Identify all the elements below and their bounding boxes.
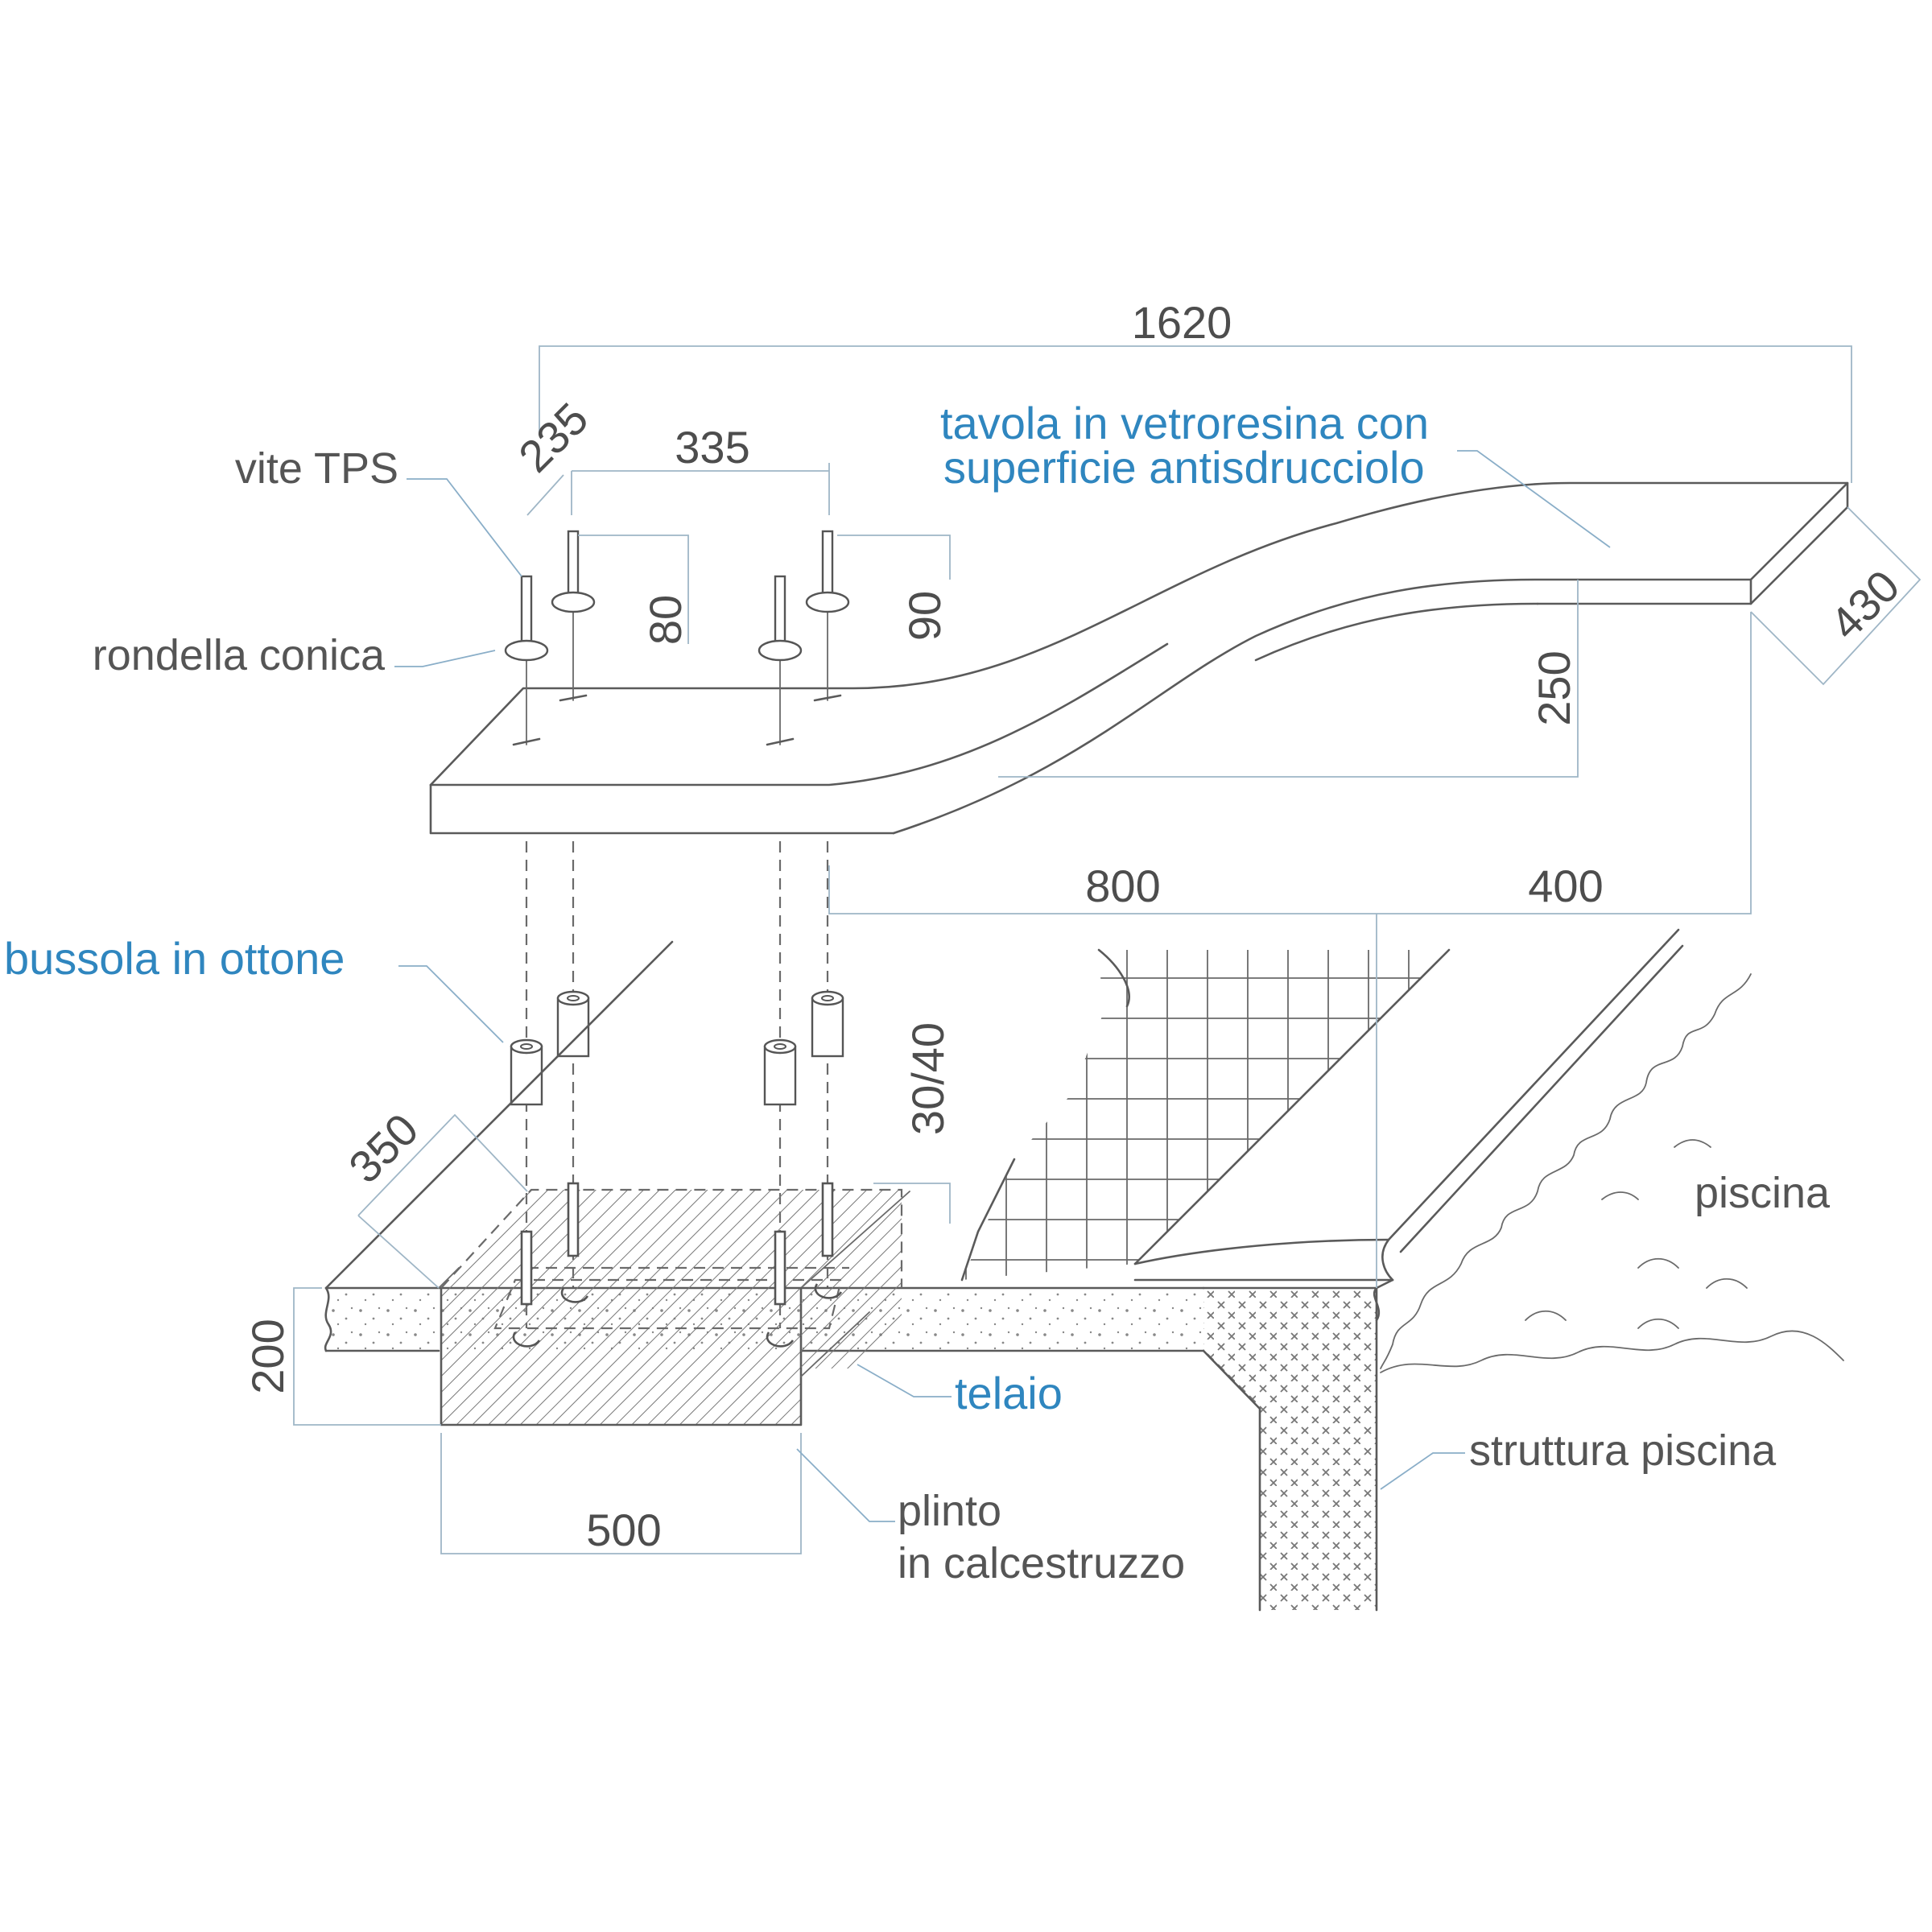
- screw: [758, 575, 803, 746]
- label-tavola-line1: tavola in vetroresina con: [940, 398, 1429, 448]
- leader-lines: [394, 450, 1611, 1522]
- bushing: [763, 1038, 797, 1106]
- label-plinto-line2: in calcestruzzo: [898, 1539, 1185, 1587]
- tiled-deck: [960, 948, 1451, 1282]
- label-piscina: piscina: [1695, 1169, 1831, 1217]
- dim-1620: 1620: [1132, 297, 1232, 348]
- dim-30-40: 30/40: [902, 1022, 953, 1135]
- label-bussola: bussola in ottone: [4, 933, 345, 984]
- dim-400: 400: [1528, 861, 1603, 911]
- label-rondella-conica: rondella conica: [93, 631, 386, 679]
- dim-90: 90: [899, 591, 950, 641]
- pool-water: [1380, 973, 1844, 1373]
- label-struttura-piscina: struttura piscina: [1469, 1426, 1777, 1475]
- label-tavola-line2: superficie antisdrucciolo: [943, 442, 1425, 493]
- pool-structure: [1133, 928, 1684, 1612]
- dim-800: 800: [1085, 861, 1160, 911]
- dim-430: 430: [1820, 560, 1909, 650]
- bushing: [811, 990, 844, 1058]
- diving-board: [429, 481, 1849, 835]
- concrete-plinth: [440, 1182, 903, 1426]
- dim-235: 235: [509, 393, 598, 482]
- label-vite-tps: vite TPS: [235, 444, 398, 493]
- screw: [551, 530, 596, 702]
- label-telaio: telaio: [955, 1368, 1063, 1418]
- dimension-lines: [293, 345, 1922, 1554]
- screw: [504, 575, 549, 746]
- dim-500: 500: [586, 1505, 661, 1555]
- screw: [805, 530, 850, 702]
- bushing: [556, 990, 590, 1058]
- label-plinto-line1: plinto: [898, 1487, 1001, 1535]
- screw-set: [504, 530, 850, 746]
- bushing: [510, 1038, 543, 1106]
- dim-200: 200: [242, 1319, 293, 1393]
- dim-350: 350: [339, 1104, 428, 1193]
- labels: vite TPS rondella conica tavola in vetro…: [4, 398, 1831, 1587]
- dim-80: 80: [640, 595, 691, 645]
- dim-250: 250: [1529, 650, 1579, 725]
- brass-bushings: [510, 990, 844, 1106]
- dim-335: 335: [675, 422, 749, 473]
